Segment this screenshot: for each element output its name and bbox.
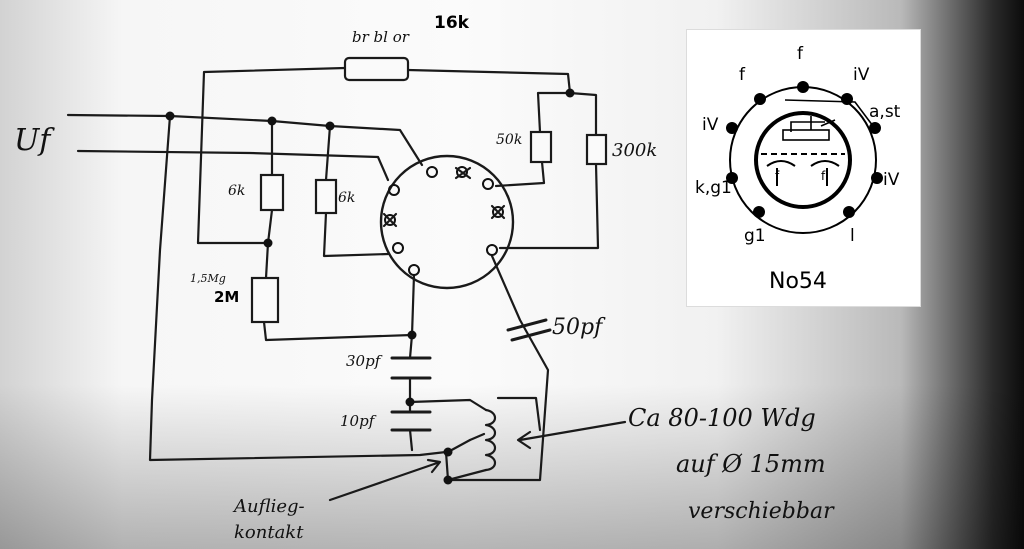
pin-bottom-right bbox=[843, 206, 855, 218]
pin-label-bottom-left: g1 bbox=[744, 226, 766, 246]
label-grid-leak-note: 1,5Mg bbox=[190, 272, 226, 285]
socket-pin-cross bbox=[382, 166, 506, 228]
label-capacitor-50pf: 50pf bbox=[552, 315, 606, 340]
tube-envelope bbox=[754, 111, 852, 209]
socket-pin bbox=[426, 166, 438, 178]
junction-dot bbox=[263, 238, 273, 248]
tube-base-drawing: f f f f iV iV a,st k,g1 iV g1 l No54 bbox=[695, 44, 901, 294]
tube-socket-outline bbox=[379, 154, 515, 290]
socket-pin bbox=[388, 184, 400, 196]
label-resistor-6k-1: 6k bbox=[228, 183, 245, 199]
pin-top-left bbox=[754, 93, 766, 105]
label-capacitor-30pf: 30pf bbox=[346, 352, 383, 370]
label-top-resistor-value: 16k bbox=[434, 13, 470, 33]
pin-label-left-lower: k,g1 bbox=[695, 178, 732, 198]
pin-right-upper bbox=[869, 122, 881, 134]
socket-pin bbox=[492, 206, 504, 218]
top-loop-wire bbox=[196, 66, 347, 245]
pin-label-right-upper: a,st bbox=[869, 102, 901, 122]
socket-pin bbox=[392, 242, 404, 254]
socket-pin bbox=[482, 178, 494, 190]
coil-pointer-arrow bbox=[516, 420, 627, 450]
junction-dot bbox=[405, 397, 415, 407]
grid-leak-wire bbox=[262, 241, 414, 342]
pin-left-upper bbox=[726, 122, 738, 134]
resistor-6k-2 bbox=[314, 178, 338, 215]
pin-label-top-left: f bbox=[739, 65, 746, 85]
base-pins bbox=[726, 81, 883, 218]
pin-label-left-upper: iV bbox=[702, 115, 719, 135]
supply-line-lower bbox=[76, 149, 390, 182]
pin-label-bottom-right: l bbox=[850, 226, 855, 246]
pin-top-right bbox=[841, 93, 853, 105]
junction-dots bbox=[165, 88, 575, 485]
resistor-6k-2-wire bbox=[322, 124, 390, 258]
label-supply-voltage: Uf bbox=[14, 123, 55, 158]
label-coil-note-line1: Ca 80-100 Wdg bbox=[628, 404, 816, 432]
label-coil-note-line2: auf Ø 15mm bbox=[676, 450, 826, 478]
schematic-components bbox=[250, 56, 608, 472]
label-grid-leak-value: 2M bbox=[214, 288, 239, 306]
junction-dot bbox=[407, 330, 417, 340]
coil-winding bbox=[484, 408, 497, 472]
label-top-resistor-note: br bl or bbox=[352, 28, 410, 46]
pin-label-top-right: iV bbox=[853, 65, 870, 85]
pin-label-right-lower: iV bbox=[883, 170, 900, 190]
resistor-6k-1 bbox=[259, 173, 285, 212]
socket-pin bbox=[456, 166, 468, 178]
pin-right-lower bbox=[871, 172, 883, 184]
junction-dot bbox=[565, 88, 575, 98]
tube-base-diagram: f f f f iV iV a,st k,g1 iV g1 l No54 bbox=[686, 29, 921, 307]
resistor-16k bbox=[343, 56, 410, 82]
tube-internal-electrodes: f f bbox=[761, 99, 874, 186]
capacitor-10pf bbox=[390, 410, 432, 432]
coupling-wire bbox=[444, 254, 550, 482]
label-resistor-300k: 300k bbox=[612, 140, 657, 161]
label-resistor-50k: 50k bbox=[496, 132, 522, 148]
internal-heater bbox=[766, 160, 840, 186]
pin-top bbox=[797, 81, 809, 93]
supply-line-upper bbox=[66, 113, 424, 167]
junction-dot bbox=[443, 475, 453, 485]
capacitor-50pf bbox=[506, 318, 552, 342]
label-capacitor-10pf: 10pf bbox=[340, 412, 377, 430]
junction-dot bbox=[443, 447, 453, 457]
internal-electrode-block bbox=[782, 129, 830, 141]
tube-model-label: No54 bbox=[769, 269, 827, 294]
top-loop-wire-right bbox=[406, 68, 572, 95]
junction-dot bbox=[267, 116, 277, 126]
label-contact-note-line2: kontakt bbox=[234, 522, 304, 543]
junction-dot bbox=[165, 111, 175, 121]
internal-heater-label-left: f bbox=[775, 169, 780, 183]
label-coil-note-line3: verschiebbar bbox=[688, 499, 835, 524]
label-contact-note-line1: Auflieg- bbox=[232, 496, 305, 517]
capacitor-30pf bbox=[390, 356, 432, 380]
internal-plate-lines bbox=[784, 99, 874, 132]
internal-heater-label-right: f bbox=[821, 169, 826, 183]
label-resistor-6k-2: 6k bbox=[338, 190, 355, 206]
socket-pin bbox=[384, 214, 396, 226]
resistor-50k bbox=[529, 130, 553, 164]
left-return-wire bbox=[148, 114, 448, 462]
socket-pin bbox=[408, 264, 420, 276]
pin-left-lower bbox=[726, 172, 738, 184]
coil-slider-contact bbox=[468, 396, 542, 442]
cap-chain-wire bbox=[408, 273, 416, 452]
resistor-300k bbox=[585, 133, 608, 166]
plate-resistor-wire bbox=[494, 91, 572, 188]
contact-pointer-arrow bbox=[328, 458, 442, 502]
socket-pin bbox=[486, 244, 498, 256]
resistor-2m bbox=[250, 276, 280, 324]
tube-socket bbox=[379, 154, 515, 290]
schematic-labels: br bl or 16k Uf 6k 6k 50k 300k 1,5Mg 2M … bbox=[14, 13, 835, 543]
base-pin-labels: f f iV iV a,st k,g1 iV g1 l bbox=[695, 44, 901, 246]
plate-300k-wire bbox=[498, 91, 600, 250]
pin-label-top: f bbox=[797, 44, 804, 64]
junction-dot bbox=[325, 121, 335, 131]
pin-bottom-left bbox=[753, 206, 765, 218]
